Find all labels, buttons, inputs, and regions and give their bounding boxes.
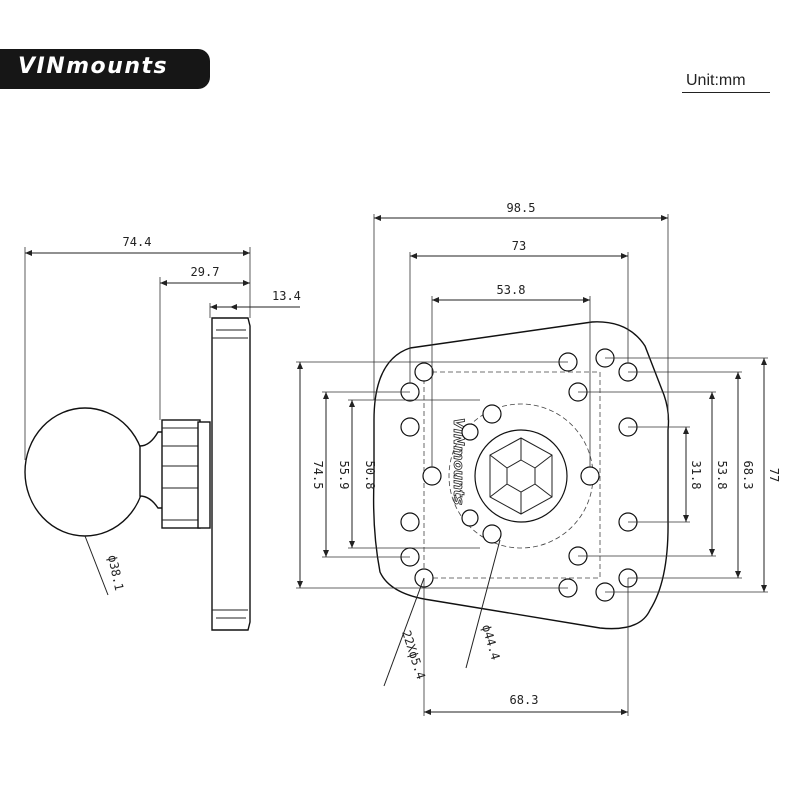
unit-underline	[682, 92, 770, 94]
brand-logo-badge: VINmounts	[0, 49, 210, 89]
mounting-hole	[422, 466, 442, 486]
front-dim-73: 73	[512, 239, 526, 253]
mounting-hole	[482, 404, 502, 424]
side-view: 74.4 29.7 13.4 ϕ38.1	[24, 235, 301, 631]
mounting-hole	[482, 524, 502, 544]
front-dim-53-8-right: 53.8	[715, 461, 729, 490]
ball-diameter-label: ϕ38.1	[105, 554, 126, 592]
front-dim-55-9: 55.9	[337, 461, 351, 490]
front-dim-68-3-bottom: 68.3	[510, 693, 539, 707]
brand-logo-text: VINmounts	[18, 54, 169, 79]
mounting-hole	[400, 417, 420, 437]
side-dim-74-4: 74.4	[123, 235, 152, 249]
hub-outer	[474, 429, 568, 523]
nut-collar	[197, 421, 211, 529]
mounting-hole	[580, 466, 600, 486]
front-view: VINmounts	[296, 201, 781, 716]
mounting-hole	[461, 423, 479, 441]
bore-callout: ϕ44.4	[479, 623, 502, 662]
front-dim-31-8: 31.8	[689, 461, 703, 490]
mounting-hole	[400, 512, 420, 532]
plate-side	[211, 317, 251, 631]
front-dim-98-5: 98.5	[507, 201, 536, 215]
front-dim-50-8: 50.8	[363, 461, 377, 490]
side-dim-13-4: 13.4	[272, 289, 301, 303]
embossed-brand-text: VINmounts	[450, 418, 466, 505]
ball-neck	[139, 431, 165, 509]
side-dim-29-7: 29.7	[191, 265, 220, 279]
front-dim-53-8: 53.8	[497, 283, 526, 297]
mounting-hole	[414, 362, 434, 382]
front-dim-68-3-right: 68.3	[741, 461, 755, 490]
mounting-hole	[461, 509, 479, 527]
ball-shape	[24, 407, 146, 537]
front-dim-74-5: 74.5	[311, 461, 325, 490]
nut-body	[161, 419, 201, 529]
unit-label: Unit:mm	[686, 72, 746, 89]
front-dim-77: 77	[767, 468, 781, 482]
